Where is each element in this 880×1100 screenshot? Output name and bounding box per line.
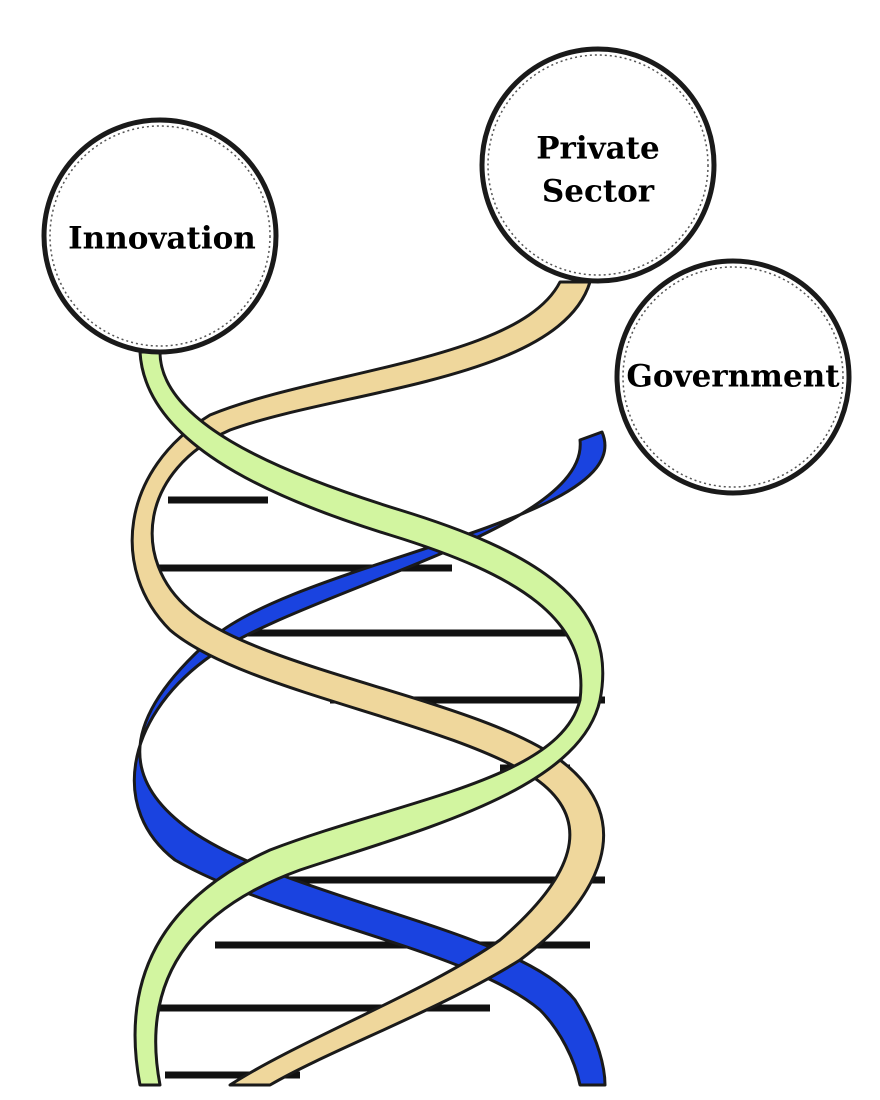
government-label: Government [626,359,840,395]
tan-strand [130,280,606,1087]
helix-strands [130,280,607,1087]
innovation-label: Innovation [68,221,256,257]
government-circle-texture [622,266,844,488]
private-sector-label-line-1: Private [536,131,660,167]
private-sector-circle-texture [487,54,709,276]
government-circle [614,258,852,496]
innovation-circle-texture [49,125,271,347]
innovation-node: Innovation [41,117,279,355]
government-node: Government [614,258,852,496]
private-sector-circle [479,46,717,284]
innovation-circle [41,117,279,355]
private-sector-node: Private Sector [479,46,717,284]
green-strand [133,350,605,1087]
private-sector-label-line-2: Sector [542,174,655,210]
